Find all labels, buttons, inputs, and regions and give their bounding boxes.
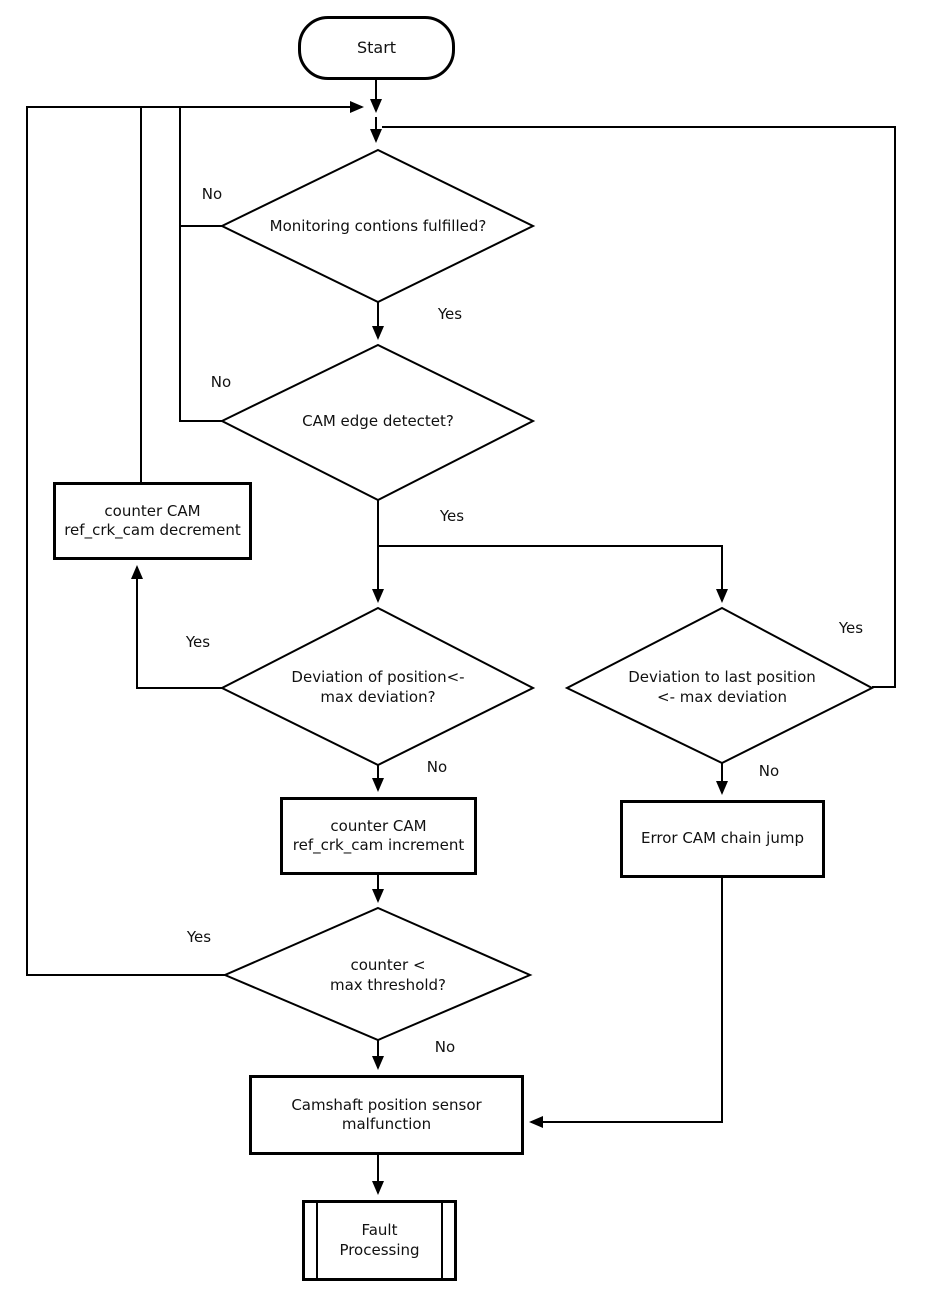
decision-counter-threshold-shape — [222, 906, 533, 1042]
decision-deviation-last-shape — [564, 606, 875, 765]
label-monitoring-yes: Yes — [437, 304, 463, 323]
error-cam-chain-label: Error CAM chain jump — [641, 829, 804, 848]
label-deviation-last-no: No — [758, 761, 780, 780]
counter-decrement-node: counter CAM ref_crk_cam decrement — [53, 482, 252, 560]
decision-monitoring-label: Monitoring contions fulfilled? — [269, 216, 487, 235]
malfunction-node: Camshaft position sensor malfunction — [249, 1075, 524, 1155]
predefined-process-right-bar — [441, 1203, 443, 1278]
error-cam-chain-node: Error CAM chain jump — [620, 800, 825, 878]
label-monitoring-no: No — [201, 184, 223, 203]
decision-monitoring-shape — [219, 148, 536, 304]
label-cam-edge-yes: Yes — [439, 506, 465, 525]
decision-deviation-position-label: Deviation of position<- max deviation? — [291, 667, 465, 706]
edge-cam-edge-no — [179, 107, 222, 422]
start-node: Start — [298, 16, 455, 80]
edge-cam-edge-yes-branch — [378, 545, 728, 603]
edge-error-to-malfunction — [529, 878, 723, 1128]
counter-decrement-label: counter CAM ref_crk_cam decrement — [64, 501, 241, 540]
decision-deviation-last-label: Deviation to last position <- max deviat… — [628, 667, 816, 706]
decision-cam-edge-label: CAM edge detectet? — [302, 411, 454, 430]
label-deviation-last-yes: Yes — [838, 618, 864, 637]
fault-processing-label: Fault Processing — [339, 1221, 420, 1259]
malfunction-label: Camshaft position sensor malfunction — [291, 1095, 482, 1134]
edge-deviation-last-yes-return — [382, 126, 896, 688]
edge-deviation-position-yes — [131, 565, 222, 689]
counter-increment-label: counter CAM ref_crk_cam increment — [292, 816, 465, 855]
label-counter-no: No — [434, 1037, 456, 1056]
label-deviation-position-yes: Yes — [185, 632, 211, 651]
predefined-process-left-bar — [316, 1203, 318, 1278]
edge-counter-yes-return — [26, 101, 364, 976]
decision-counter-threshold-label: counter < max threshold? — [329, 955, 447, 994]
label-deviation-position-no: No — [426, 757, 448, 776]
decision-cam-edge-shape — [219, 343, 536, 502]
start-label: Start — [356, 37, 397, 57]
fault-processing-node: Fault Processing — [302, 1200, 457, 1281]
label-cam-edge-no: No — [210, 372, 232, 391]
decision-deviation-position-shape — [219, 606, 536, 767]
counter-increment-node: counter CAM ref_crk_cam increment — [280, 797, 477, 875]
label-counter-yes: Yes — [186, 927, 212, 946]
